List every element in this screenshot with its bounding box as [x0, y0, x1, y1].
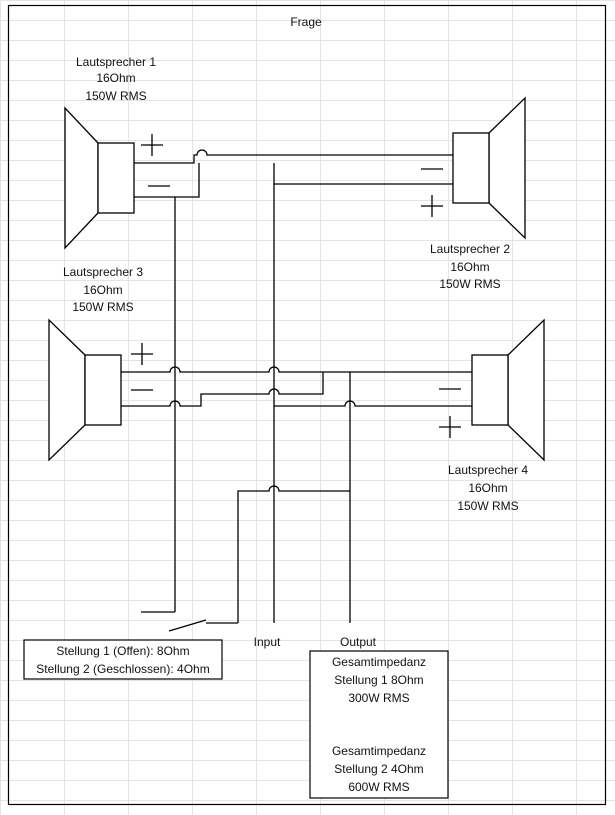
wire-switch-return: [237, 485, 350, 623]
speaker-4-magnet: [471, 354, 509, 426]
diagram-title: Frage: [290, 15, 322, 29]
total-block-1-line-3: 300W RMS: [348, 691, 409, 705]
speaker-2-plus-sign: [421, 195, 443, 217]
wire-s1-plus-to-s2-minus: [134, 149, 453, 164]
switch-info-box: [23, 639, 223, 680]
speaker-2-name: Lautsprecher 2: [430, 242, 510, 256]
speaker-1-plus-sign: [141, 134, 163, 156]
speaker-2-power: 150W RMS: [439, 277, 500, 291]
speaker-2-impedance: 16Ohm: [450, 260, 489, 274]
speaker-3: [48, 318, 122, 462]
speaker-2-cone: [488, 96, 526, 240]
speaker-1-power: 150W RMS: [85, 89, 146, 103]
page-frame: [7, 4, 607, 806]
speaker-1-magnet: [97, 142, 135, 214]
speaker-4-plus-sign: [439, 416, 461, 438]
total-block-1-line-2: Stellung 1 8Ohm: [334, 673, 423, 687]
total-block-1-line-1: Gesamtimpedanz: [332, 655, 426, 669]
wire-s3-minus: [121, 372, 324, 407]
switch-info-line-1: Stellung 1 (Offen): 8Ohm: [56, 644, 189, 658]
total-block-2-line-1: Gesamtimpedanz: [332, 744, 426, 758]
speaker-3-cone: [48, 318, 86, 462]
speaker-3-name: Lautsprecher 3: [63, 265, 143, 279]
total-impedance-box: [309, 650, 449, 799]
total-block-2-line-2: Stellung 2 4Ohm: [334, 762, 423, 776]
speaker-4-power: 150W RMS: [457, 499, 518, 513]
speaker-3-power: 150W RMS: [72, 300, 133, 314]
speaker-2-magnet: [452, 132, 490, 204]
wire-s3-plus-to-s4-minus: [121, 366, 472, 373]
switch-info-line-2: Stellung 2 (Geschlossen): 4Ohm: [36, 662, 209, 676]
wire-s1-minus-to-switch: [134, 163, 200, 612]
speaker-3-magnet: [84, 354, 122, 426]
speaker-4: [471, 318, 545, 462]
speaker-1-impedance: 16Ohm: [96, 71, 135, 85]
speaker-4-name: Lautsprecher 4: [448, 463, 528, 477]
speaker-3-plus-sign: [131, 343, 153, 365]
speaker-2: [452, 96, 526, 240]
switch: [141, 611, 238, 632]
speaker-4-cone: [507, 318, 545, 462]
total-block-2-line-3: 600W RMS: [348, 780, 409, 794]
speaker-1-name: Lautsprecher 1: [76, 55, 156, 69]
wire-s4-plus: [274, 400, 472, 407]
speaker-1-cone: [64, 106, 99, 250]
switch-lever: [168, 619, 207, 632]
speaker-4-impedance: 16Ohm: [468, 481, 507, 495]
input-label: Input: [254, 635, 281, 649]
wire-s2-plus-to-input: [273, 163, 453, 185]
speaker-1: [64, 106, 135, 250]
speaker-3-impedance: 16Ohm: [83, 283, 122, 297]
output-label: Output: [340, 635, 377, 649]
